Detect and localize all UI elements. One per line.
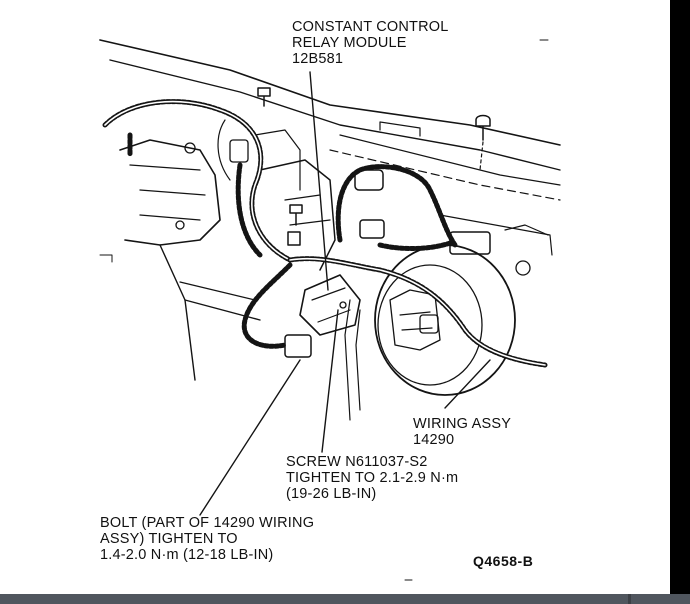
wiring-assy-line-2: 14290 [413,432,455,448]
wiring-harness [102,99,548,368]
relay-module-callout: CONSTANT CONTROL RELAY MODULE 12B581 [292,19,449,67]
wiring-assy-callout: WIRING ASSY 14290 [413,416,511,448]
callout-leaders [199,71,491,516]
cowl-panel [99,39,561,256]
bolt-callout: BOLT (PART OF 14290 WIRING ASSY) TIGHTEN… [100,515,314,563]
relay-module-line-1: CONSTANT CONTROL [292,19,449,35]
relay-module-line-3: 12B581 [292,51,344,67]
frame-bottom-left-panel [0,594,628,604]
strut-bracket [259,159,361,421]
relay-module-drawing [299,274,361,336]
relay-module-line-2: RELAY MODULE [292,35,407,51]
screw-line-3: (19-26 LB-IN) [286,486,377,502]
bolt-line-2: ASSY) TIGHTEN TO [100,531,238,547]
brake-booster [374,244,531,396]
screw-callout: SCREW N611037-S2 TIGHTEN TO 2.1-2.9 N·m … [286,454,458,502]
bolt-line-1: BOLT (PART OF 14290 WIRING [100,515,315,531]
screw-line-1: SCREW N611037-S2 [286,454,428,470]
figure-code: Q4658-B [473,553,534,569]
detail-marks [99,39,549,581]
frame-bottom-right-panel [631,594,690,604]
screw-line-2: TIGHTEN TO 2.1-2.9 N·m [286,470,459,486]
bolt-line-3: 1.4-2.0 N·m (12-18 LB-IN) [100,547,274,563]
fasteners [257,87,491,246]
frame-right-border [670,0,690,604]
inner-fender [119,119,301,381]
wiring-assy-line-1: WIRING ASSY [413,416,512,432]
